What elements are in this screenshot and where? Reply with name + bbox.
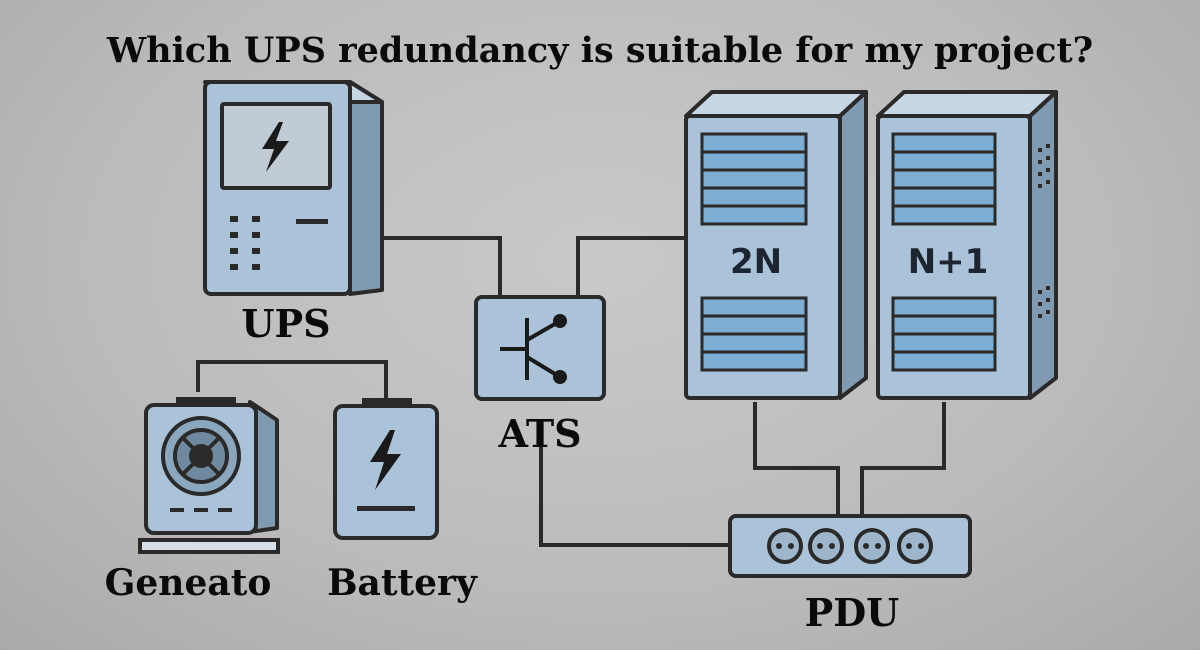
pdu-label: PDU bbox=[805, 590, 900, 635]
battery-unit bbox=[333, 398, 439, 540]
battery-label: Battery bbox=[327, 562, 478, 604]
rack-2n-bottom-slats bbox=[700, 296, 808, 372]
ups-label: UPS bbox=[241, 301, 330, 346]
rack-2n-label: 2N bbox=[730, 242, 782, 282]
switch-symbol-icon bbox=[500, 314, 567, 384]
rack-n1-bottom-slats bbox=[891, 296, 997, 372]
rack-2n: 2N bbox=[684, 90, 868, 400]
socket-icon bbox=[897, 528, 933, 564]
ups-vent-dots bbox=[230, 216, 260, 270]
wire-pdu-to-ats bbox=[539, 446, 732, 547]
rack-2n-top-slats bbox=[700, 132, 808, 226]
ats-unit bbox=[474, 295, 606, 401]
ats-label: ATS bbox=[497, 411, 581, 456]
generator-unit bbox=[138, 397, 280, 554]
wire-2n-to-pdu bbox=[753, 402, 840, 518]
lightning-icon bbox=[262, 122, 289, 172]
rack-n1-top-slats bbox=[891, 132, 997, 226]
pdu-unit bbox=[728, 514, 972, 578]
lightning-icon bbox=[370, 430, 401, 490]
rack-n1-side-vents bbox=[1038, 144, 1050, 318]
socket-icon bbox=[854, 528, 890, 564]
wire-ats-to-2n bbox=[576, 236, 688, 298]
socket-icon bbox=[808, 528, 844, 564]
ups-unit bbox=[203, 80, 384, 296]
diagram-title: Which UPS redundancy is suitable for my … bbox=[106, 30, 1093, 71]
generator-base bbox=[138, 538, 280, 554]
rack-n-plus-1: N+1 bbox=[876, 90, 1058, 400]
wire-generator-to-battery bbox=[196, 360, 388, 400]
rack-n1-label: N+1 bbox=[908, 242, 989, 282]
socket-icon bbox=[767, 528, 803, 564]
wire-n1-to-pdu bbox=[860, 402, 946, 518]
connections bbox=[196, 236, 946, 547]
ups-indicator bbox=[296, 219, 328, 224]
generator-label: Geneato bbox=[105, 562, 272, 604]
wire-ups-to-ats bbox=[380, 236, 502, 298]
